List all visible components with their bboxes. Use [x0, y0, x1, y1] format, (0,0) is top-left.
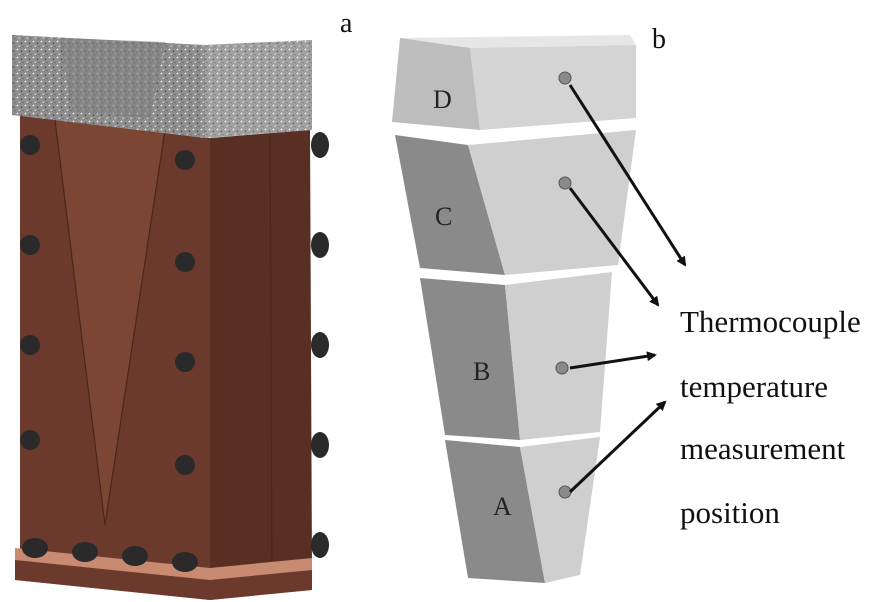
- base-bolt: [122, 546, 148, 566]
- block-a-left: [445, 440, 545, 583]
- block-d: D: [392, 35, 636, 130]
- bolt: [175, 150, 195, 170]
- block-c-label: C: [435, 202, 452, 231]
- base-bolt: [22, 538, 48, 558]
- side-panel-seam: [269, 132, 273, 576]
- mould-v-wedge: [55, 120, 165, 525]
- caption-line-3: measurement: [680, 431, 846, 466]
- bolt: [20, 235, 40, 255]
- arrow-b: [569, 351, 657, 370]
- panel-a-label: a: [340, 8, 353, 39]
- panel-b-label: b: [652, 24, 666, 55]
- side-bolt: [311, 132, 329, 158]
- panel-a-mould: [12, 35, 329, 600]
- block-b-label: B: [473, 357, 490, 386]
- block-d-left: [392, 38, 480, 130]
- base-bolt: [72, 542, 98, 562]
- block-c: C: [395, 130, 636, 275]
- refractory-v-notch: [60, 38, 165, 118]
- block-d-front: [470, 45, 636, 130]
- arrow-c: [568, 187, 660, 307]
- side-bolt: [311, 432, 329, 458]
- block-b-left: [420, 278, 520, 440]
- block-a-front: [520, 437, 600, 583]
- mould-side-face: [210, 130, 312, 585]
- block-c-front: [468, 130, 636, 275]
- bolt: [175, 455, 195, 475]
- bolt: [175, 352, 195, 372]
- caption-line-1: Thermocouple: [680, 304, 861, 339]
- block-a-label: A: [493, 492, 512, 521]
- caption-text: Thermocouple temperature measurement pos…: [680, 304, 861, 530]
- arrow-d: [568, 84, 687, 267]
- caption-line-2: temperature: [680, 369, 828, 404]
- side-bolt: [311, 332, 329, 358]
- bolt: [20, 335, 40, 355]
- bolt: [175, 252, 195, 272]
- side-bolt: [311, 532, 329, 558]
- mould-base-plate-dark: [15, 560, 312, 600]
- caption-line-4: position: [680, 495, 780, 530]
- block-c-left: [395, 135, 505, 275]
- bolt: [20, 135, 40, 155]
- thermocouple-a: [558, 485, 572, 499]
- panel-b-blocks: D C B A: [392, 35, 687, 583]
- block-b: B: [420, 272, 612, 440]
- block-b-front: [505, 272, 612, 440]
- side-bolt: [311, 232, 329, 258]
- wedge-edge-left: [54, 119, 106, 526]
- block-d-label: D: [433, 85, 452, 114]
- base-bolt: [172, 552, 198, 572]
- bolt: [20, 430, 40, 450]
- block-d-top: [400, 35, 636, 48]
- arrow-a: [568, 400, 667, 494]
- thermocouple-b: [555, 361, 569, 375]
- thermocouple-d: [558, 71, 572, 85]
- wedge-edge-right: [104, 129, 166, 526]
- thermocouple-c: [558, 176, 572, 190]
- block-a: A: [445, 437, 600, 583]
- refractory-side: [205, 40, 312, 138]
